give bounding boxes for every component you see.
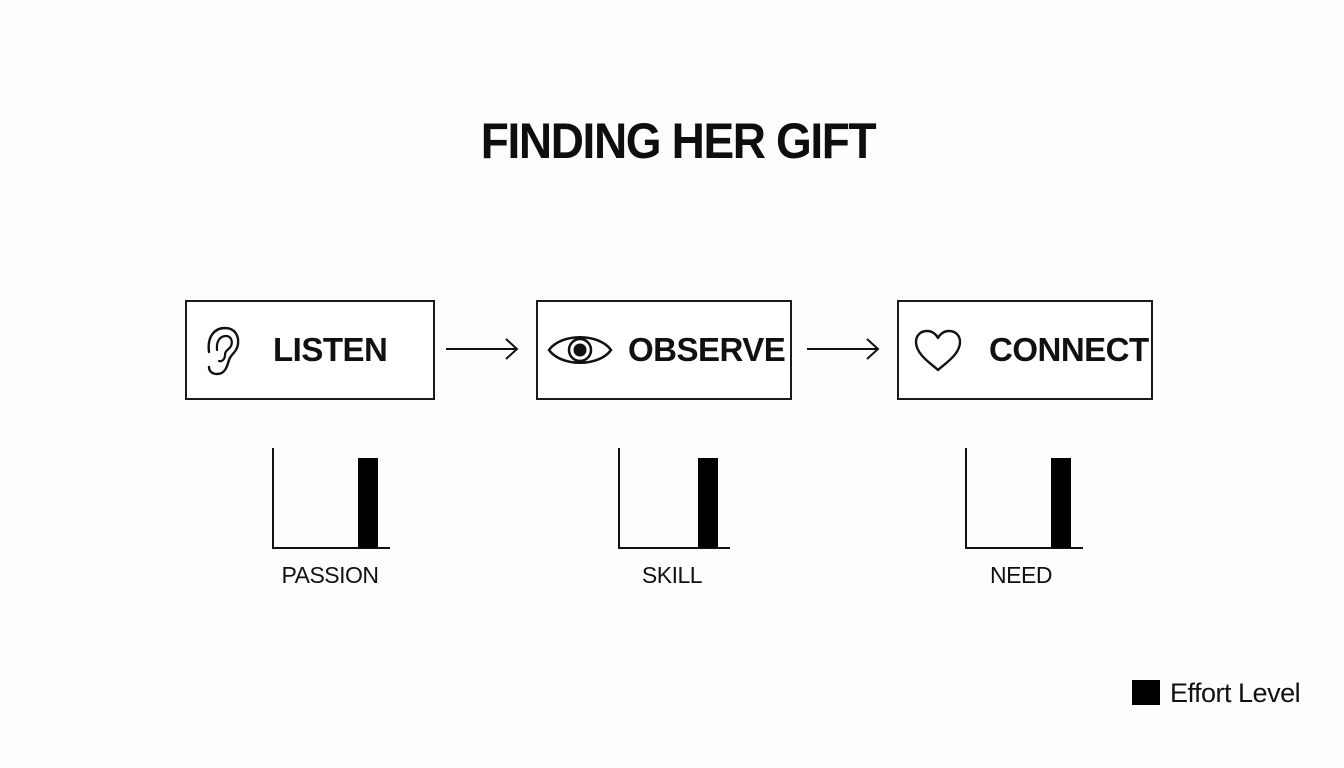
bar-need [1051, 458, 1071, 548]
step-listen: LISTEN [185, 300, 435, 400]
step-label-observe: OBSERVE [628, 331, 786, 368]
ear-icon [207, 326, 240, 376]
bar-passion [358, 458, 378, 548]
bar-chart-skill [618, 448, 730, 549]
bar-label-skill: SKILL [641, 562, 703, 588]
heart-icon [914, 329, 962, 372]
bar-chart-passion [272, 448, 390, 549]
step-connect: CONNECT [897, 300, 1153, 400]
step-label-connect: CONNECT [989, 331, 1149, 368]
legend-label: Effort Level [1170, 678, 1301, 708]
bar-label-passion: PASSION [281, 562, 379, 588]
legend-swatch [1132, 680, 1160, 705]
bar-label-need: NEED [990, 562, 1052, 588]
arrow-right-icon [807, 338, 880, 360]
step-label-listen: LISTEN [273, 331, 388, 368]
step-observe: OBSERVE [536, 300, 792, 400]
bar-skill [698, 458, 718, 548]
page-title: FINDING HER GIFT [480, 113, 877, 169]
bar-chart-need [965, 448, 1083, 549]
eye-icon [547, 336, 613, 364]
arrow-right-icon [446, 338, 519, 360]
